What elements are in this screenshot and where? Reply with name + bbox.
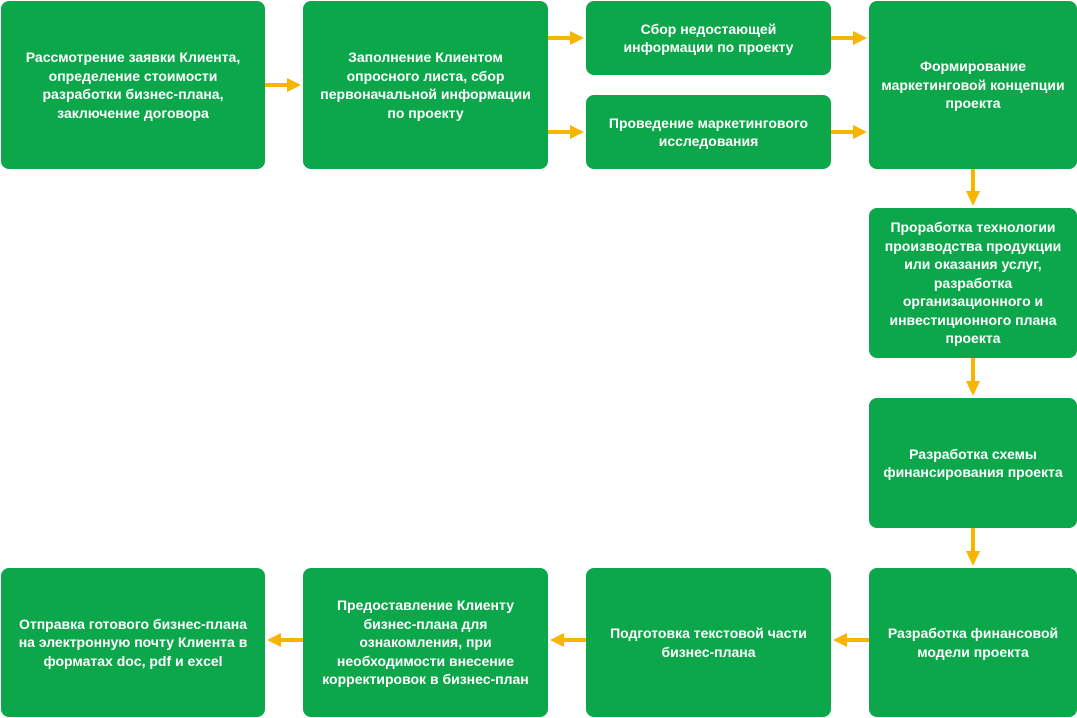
step-label: Проведение маркетингового исследования xyxy=(608,114,809,150)
step-collect-missing-info: Сбор недостающей информации по проекту xyxy=(586,1,831,75)
step-client-review: Предоставление Клиенту бизнес-плана для … xyxy=(303,568,548,717)
arrow-b9-b10 xyxy=(267,633,303,647)
step-marketing-research: Проведение маркетингового исследования xyxy=(586,95,831,169)
step-financing-scheme: Разработка схемы финансирования проекта xyxy=(869,398,1077,528)
step-label: Заполнение Клиентом опросного листа, сбо… xyxy=(320,49,531,121)
arrow-b4-b5 xyxy=(966,169,980,206)
arrow-b1-b2 xyxy=(265,78,301,92)
arrow-b3b-b4 xyxy=(831,125,867,139)
step-label: Разработка схемы финансирования проекта xyxy=(883,445,1063,481)
step-questionnaire: Заполнение Клиентом опросного листа, сбо… xyxy=(303,1,548,169)
arrow-b8-b9 xyxy=(550,633,586,647)
step-text-part: Подготовка текстовой части бизнес-плана xyxy=(586,568,831,717)
step-financial-model: Разработка финансовой модели проекта xyxy=(869,568,1077,717)
arrow-b2-b3a xyxy=(548,31,584,45)
step-marketing-concept: Формирование маркетинговой концепции про… xyxy=(869,1,1077,169)
step-label: Формирование маркетинговой концепции про… xyxy=(881,58,1065,112)
arrow-b3a-b4 xyxy=(831,31,867,45)
step-review-request: Рассмотрение заявки Клиента, определение… xyxy=(1,1,265,169)
step-label: Проработка технологии производства проду… xyxy=(884,219,1062,347)
step-label: Отправка готового бизнес-плана на электр… xyxy=(18,615,248,669)
step-label: Сбор недостающей информации по проекту xyxy=(623,20,794,56)
arrow-b6-b7 xyxy=(966,528,980,566)
arrow-b2-b3b xyxy=(548,125,584,139)
step-label: Подготовка текстовой части бизнес-плана xyxy=(610,625,807,660)
step-technology-plan: Проработка технологии производства проду… xyxy=(869,208,1077,358)
step-label: Рассмотрение заявки Клиента, определение… xyxy=(25,49,241,121)
step-label: Разработка финансовой модели проекта xyxy=(887,625,1059,660)
arrow-b7-b8 xyxy=(833,633,869,647)
step-label: Предоставление Клиенту бизнес-плана для … xyxy=(322,597,529,688)
arrow-b5-b6 xyxy=(966,358,980,396)
step-send-final: Отправка готового бизнес-плана на электр… xyxy=(1,568,265,717)
